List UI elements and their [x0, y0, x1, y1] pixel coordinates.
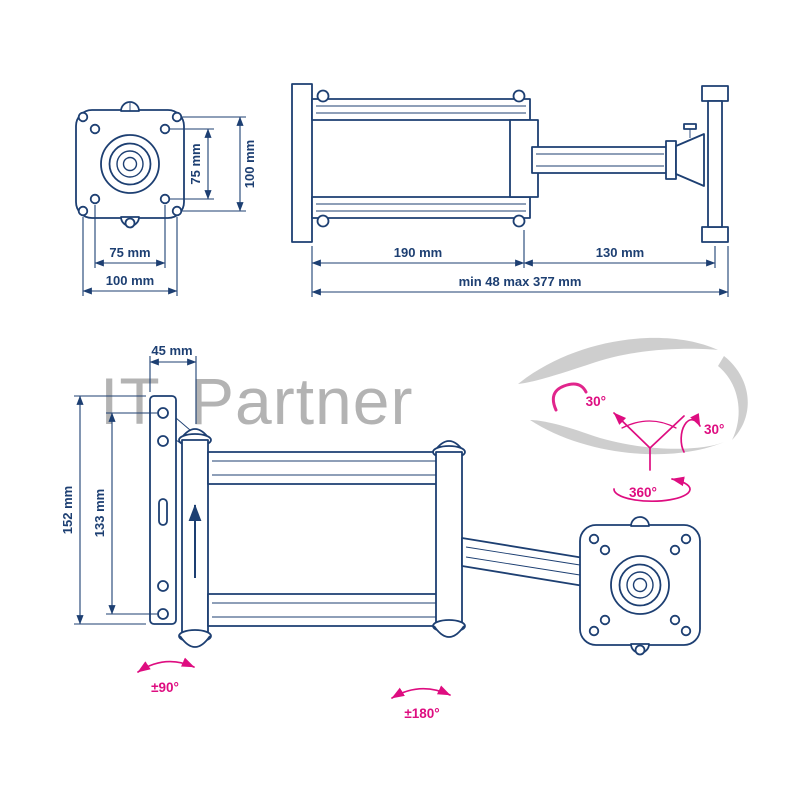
tilt-fork	[613, 412, 685, 471]
dim-front-vertical-75: 75 mm	[188, 143, 203, 184]
wall-plate-top	[291, 83, 313, 243]
angle-rotate-label: 360°	[629, 485, 657, 500]
dim-front-horizontal-100: 100 mm	[106, 273, 154, 288]
upper-arm-side	[207, 451, 441, 485]
swivel-90-arc-arrow	[137, 657, 195, 673]
rotate-360-loop-arrow	[613, 476, 691, 503]
dim-top-130: 130 mm	[596, 245, 644, 260]
first-pivot-column	[178, 428, 212, 648]
upper-link-arm	[311, 98, 531, 121]
swirl-lower-shape	[530, 420, 724, 455]
swirl-accent-shape	[551, 382, 588, 412]
vesa-100-holes	[77, 111, 183, 217]
center-boss	[100, 134, 160, 194]
forearm	[531, 146, 669, 174]
elbow-column	[432, 440, 466, 638]
dim-side-133: 133 mm	[92, 489, 107, 537]
plate-bottom-knob	[124, 217, 136, 229]
dim-front-vertical-100: 100 mm	[242, 140, 257, 188]
angle-tilt-right-label: 30°	[704, 422, 724, 437]
side-dimensions: 45 mm 152 mm 133 mm	[60, 343, 197, 625]
dim-side-45: 45 mm	[151, 343, 192, 358]
swirl-upper-shape	[518, 337, 718, 384]
tilt-head	[665, 123, 705, 187]
forearm-side	[461, 537, 585, 587]
vesa-75-holes	[89, 123, 171, 205]
rotation-annotations: 30° 30° 360° ±90° ±180°	[137, 394, 724, 721]
swirl-right-shape	[718, 356, 748, 440]
angle-swivel-elbow-label: ±180°	[404, 706, 439, 721]
pivot-pins	[316, 89, 526, 228]
dim-top-range: min 48 max 377 mm	[459, 274, 582, 289]
swivel-180-arc-arrow	[391, 685, 451, 699]
front-view: 75 mm 100 mm 75 mm 100 mm	[75, 101, 257, 296]
lower-arm-side	[207, 593, 441, 627]
lower-link-arm	[311, 196, 531, 219]
top-view: 190 mm 130 mm min 48 max 377 mm	[291, 83, 729, 297]
watermark-brand-second: Partner	[190, 364, 413, 438]
tilt-screw	[683, 123, 697, 130]
tilt-right-loop-arrow	[680, 413, 701, 453]
dim-front-horizontal-75: 75 mm	[109, 245, 150, 260]
angle-swivel-wall-label: ±90°	[151, 680, 179, 695]
vesa-plate-edge	[701, 85, 729, 243]
vesa-plate-side-view	[579, 516, 701, 656]
angle-tilt-left-label: 30°	[586, 394, 606, 409]
dim-side-152: 152 mm	[60, 486, 75, 534]
top-dimensions: 190 mm 130 mm min 48 max 377 mm	[311, 230, 729, 297]
side-view: 45 mm 152 mm 133 mm	[60, 343, 701, 656]
watermark-swirl-logo	[518, 337, 748, 455]
front-dimensions: 75 mm 100 mm 75 mm 100 mm	[82, 116, 257, 296]
wall-plate-holes	[157, 407, 169, 620]
dim-top-190: 190 mm	[394, 245, 442, 260]
